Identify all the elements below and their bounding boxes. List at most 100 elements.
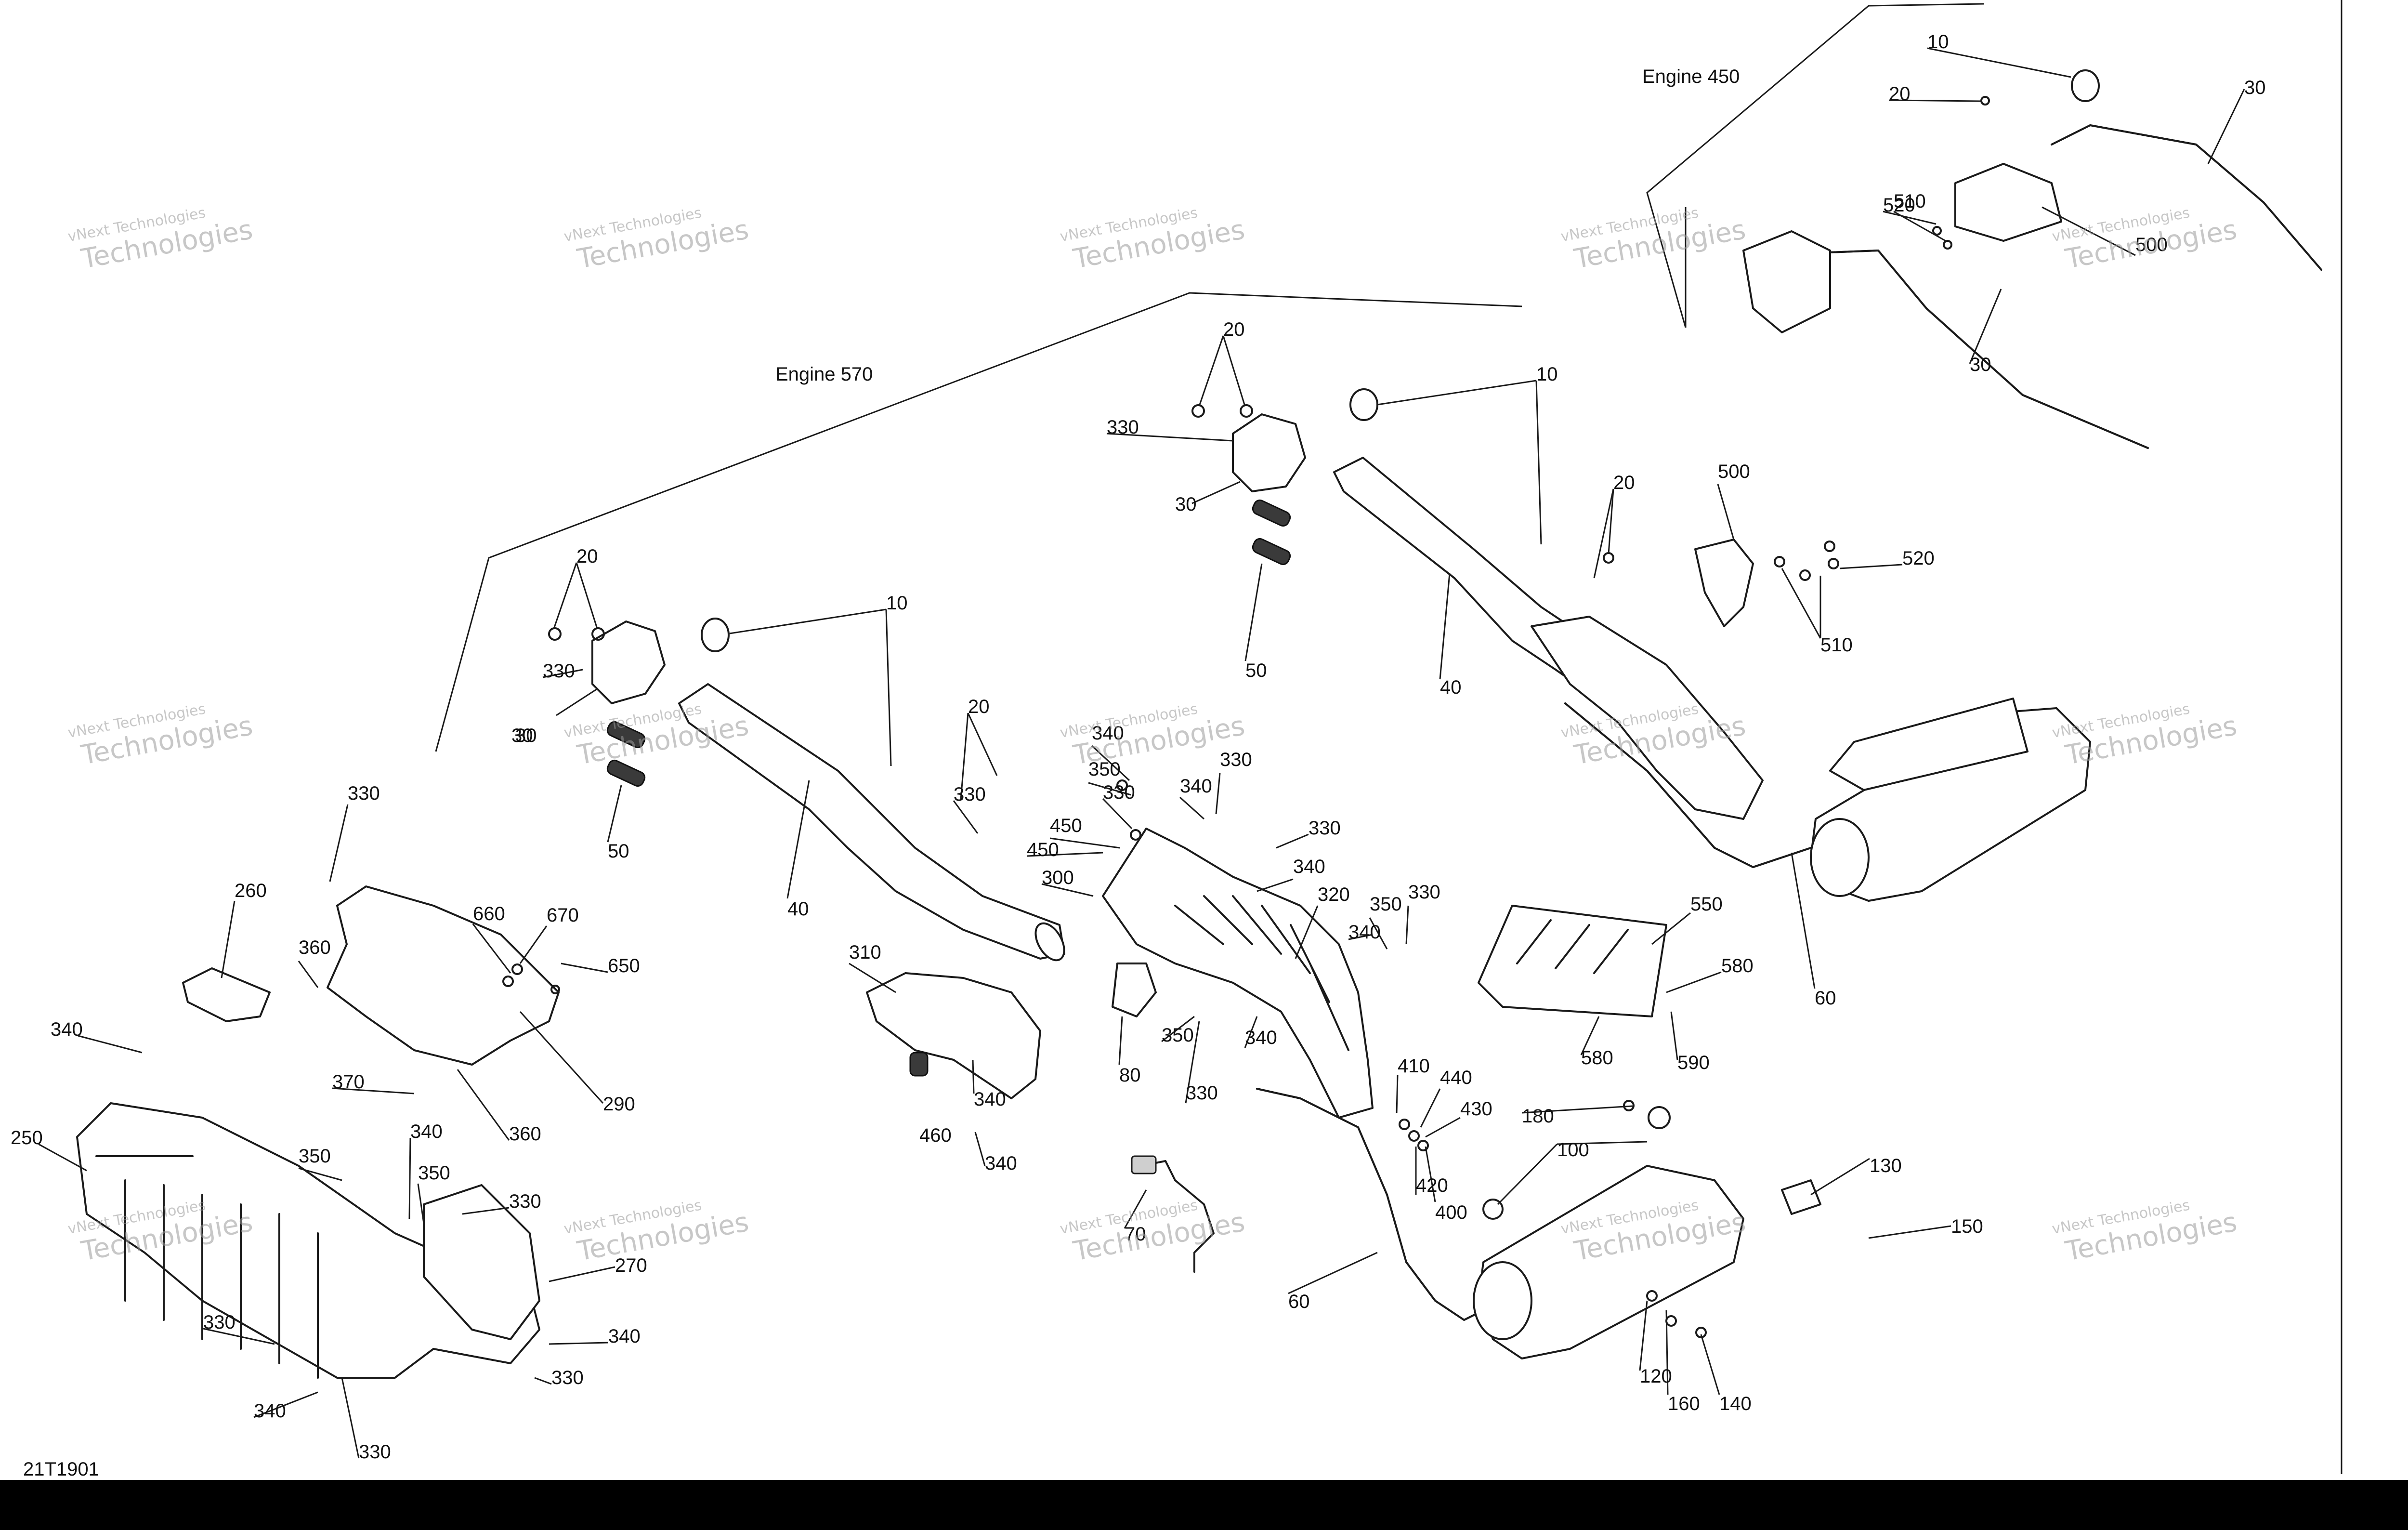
callout-330-37: 330 [1220,749,1252,770]
leader-line-67 [1161,1016,1195,1042]
leader-line-88 [1666,971,1722,993]
leader-line-2 [1535,380,1542,545]
leader-line-33 [1521,1105,1633,1114]
callout-120-22: 120 [1640,1366,1672,1387]
callout-450-72: 450 [1050,815,1082,836]
callout-340-50: 340 [1293,856,1325,877]
leader-line-14 [556,688,598,716]
leader-line-1 [729,608,887,634]
callout-180-27: 180 [1522,1106,1554,1127]
leader-line-56 [1256,878,1294,892]
callout-60-18: 60 [1288,1291,1310,1312]
leader-line-21 [1244,563,1263,661]
sensor-70-wire [1140,1160,1215,1273]
leader-line-23 [1288,1252,1378,1294]
spring-50-left-b [606,759,646,787]
leader-line-12 [967,712,998,776]
group-label-engine-450: Engine 450 [1642,66,1740,87]
callout-50-16: 50 [1245,660,1267,681]
callout-370-66: 370 [332,1071,365,1093]
callout-340-52: 340 [1245,1027,1277,1048]
spring-50-center-b [1252,538,1291,566]
leader-line-15 [1191,481,1241,504]
callout-350-63: 350 [418,1162,450,1184]
callout-10-0: 10 [886,593,908,614]
callout-40-14: 40 [1440,677,1462,698]
heat-shield-250-shape [76,1102,540,1379]
leader-line-37 [519,1011,604,1104]
callout-340-51: 340 [1348,922,1381,943]
leader-line-36 [549,1266,615,1282]
leader-line-20 [607,785,622,843]
leader-line-65 [1088,782,1131,796]
footer-bar [0,1480,2408,1530]
leader-line-70 [298,961,319,988]
leader-line-73 [1425,1146,1436,1202]
callout-580-82: 580 [1721,955,1754,976]
leader-line-3 [1377,380,1537,406]
callout-160-26: 160 [1668,1393,1700,1414]
callout-50-15: 50 [608,841,629,862]
callout-450-73: 450 [1027,839,1059,860]
engine-570-bracket [435,292,1522,752]
plate-260-shape [182,967,271,1022]
leader-line-64 [253,1391,318,1418]
callout-440-71: 440 [1440,1067,1472,1088]
leader-line-55 [1179,796,1205,820]
leader-line-4 [1927,47,2071,78]
pipe-450-upper-fill [2051,124,2322,271]
callout-330-44: 330 [551,1367,584,1388]
leader-line-8 [1222,335,1246,407]
callout-580-83: 580 [1581,1047,1613,1068]
callout-330-40: 330 [348,783,380,804]
callout-20-6: 20 [968,696,990,717]
callout-30-10: 30 [2244,77,2266,98]
callout-330-45: 330 [1186,1082,1218,1104]
leader-line-26 [1557,1141,1648,1145]
callout-80-20: 80 [1119,1065,1141,1086]
muffler-60-right-end [1810,818,1870,897]
leader-line-79 [1026,852,1103,857]
callout-130-23: 130 [1870,1155,1902,1176]
muffler-60-center-end [1473,1261,1532,1340]
leader-line-74 [1396,1075,1399,1113]
callout-340-55: 340 [51,1019,83,1040]
leader-line-85 [1839,564,1903,569]
callout-320-34: 320 [1318,884,1350,905]
shield-550-ribs [1516,919,1629,974]
callout-500-75: 500 [1718,461,1750,482]
callout-20-5: 20 [1613,472,1635,493]
leader-line-81 [2042,206,2136,256]
callout-430-70: 430 [1460,1098,1492,1120]
leader-line-40 [1295,905,1319,959]
callout-350-59: 350 [1088,759,1121,780]
callout-330-47: 330 [1107,417,1139,438]
callout-340-49: 340 [1180,776,1212,797]
callout-250-28: 250 [11,1127,43,1148]
heat-shield-right-shape [1531,616,1764,820]
leader-line-18 [786,780,810,899]
pipe-60-right-fill [1564,702,1812,868]
callout-400-67: 400 [1435,1202,1467,1223]
leader-line-31 [1868,1225,1951,1239]
leader-line-30 [1700,1334,1720,1395]
callout-360-65: 360 [509,1123,541,1145]
callout-420-69: 420 [1416,1175,1448,1196]
clamp-80-shape [1112,963,1157,1017]
callout-330-43: 330 [359,1441,391,1463]
callout-340-56: 340 [410,1121,443,1142]
leader-line-91 [561,963,608,973]
leader-line-76 [1425,1117,1461,1138]
leader-line-10 [1593,488,1614,579]
leader-line-87 [1651,912,1691,945]
leader-line-71 [457,1069,510,1141]
gasket-10-left-shape [701,618,730,652]
callout-300-32: 300 [1042,867,1074,888]
leader-line-27 [1497,1143,1558,1205]
